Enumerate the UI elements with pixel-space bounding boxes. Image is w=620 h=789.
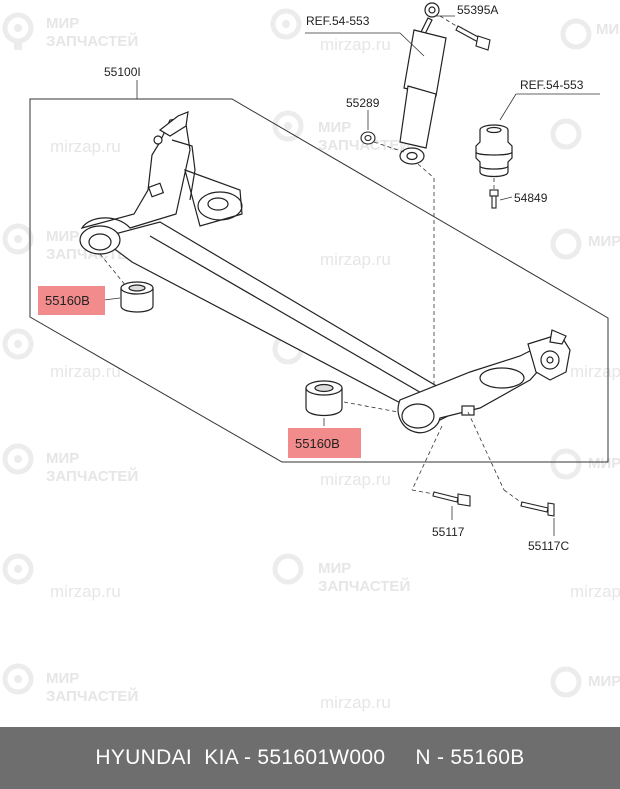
footer-diagram-ref: N - 55160B [415,746,525,769]
bushing-right [305,380,343,417]
watermark-text: МИР [46,15,79,32]
bolt-top [455,25,491,51]
watermark-text: МИР [46,228,79,245]
watermark-text: ЗАПЧАСТЕЙ [318,577,410,595]
watermark-logo-icon: МИР [560,18,620,50]
watermark-logo-icon [2,553,34,585]
label-nut: 55289 [346,96,380,110]
label-bolt-bottom-c: 55117C [528,539,569,553]
watermark-logo-icon [550,118,582,150]
label-ref-bump: REF.54-553 [520,78,584,92]
bolt-bottom-c [520,501,555,517]
watermark-url: mirzap.ru [320,250,391,269]
watermark-url: mirzap.ru [570,582,620,601]
watermark-text: МИР [596,21,620,38]
nut [360,131,376,145]
label-bolt-bottom: 55117 [432,525,465,539]
watermark-text: МИР [318,119,351,136]
label-bump-bolt: 54849 [514,191,548,205]
part-number-footer: HYUNDAI KIA - 551601W000 N - 55160B [0,727,620,789]
watermark-url: mirzap.ru [50,362,121,381]
watermark-url: mirzap.ru [50,582,121,601]
bump-stopper-bolt [489,189,499,209]
footer-brand-part-number: HYUNDAI KIA - 551601W000 [95,746,386,769]
watermark-layer: МИР ЗАПЧАСТЕЙ mirzap.ru МИР mirzap.ru МИ… [2,8,620,712]
watermark-text: ЗАПЧАСТЕЙ [46,32,138,50]
watermark-text: МИР [588,455,620,472]
watermark-url: mirzap.ru [50,137,121,156]
watermark-url: mirzap.ru [320,35,391,54]
watermark-text: ЗАПЧАСТЕЙ [46,467,138,485]
watermark-logo-icon: МИР [550,228,620,260]
bolt-bottom [432,491,471,507]
label-bolt-top: 55395A [457,3,498,17]
watermark-text: МИР [318,560,351,577]
watermark-logo-icon: МИР ЗАПЧАСТЕЙ [2,663,138,705]
watermark-logo-icon: МИР ЗАПЧАСТЕЙ [2,12,138,50]
leader-lines [103,15,600,536]
watermark-url: mirzap.ru [320,693,391,712]
watermark-text: МИР [588,233,620,250]
shock-absorber [399,2,447,165]
watermark-logo-icon [270,8,302,40]
label-ref-shock: REF.54-553 [306,14,370,28]
watermark-text: МИР [46,450,79,467]
torsion-beam-axle [79,111,571,434]
watermark-text: ЗАПЧАСТЕЙ [46,687,138,705]
watermark-url: mirzap.ru [320,470,391,489]
watermark-text: ЗАПЧАСТЕЙ [318,136,410,154]
label-bushing-right: 55160B [295,436,340,451]
bushing-left [120,281,154,313]
watermark-logo-icon: МИР [550,448,620,480]
label-axle: 55100I [104,65,141,79]
watermark-logo-icon: МИР ЗАПЧАСТЕЙ [272,553,410,595]
label-bushing-left: 55160B [45,293,90,308]
watermark-text: МИР [46,670,79,687]
watermark-logo-icon: МИР [550,666,620,698]
watermark-logo-icon: МИР ЗАПЧАСТЕЙ [2,443,138,485]
watermark-logo-icon: МИР ЗАПЧАСТЕЙ [272,110,410,154]
watermark-logo-icon [2,328,34,360]
assembly-outline [29,98,609,463]
highlight-box-right [288,428,361,458]
watermark-url: mirzap.ru [570,362,620,381]
highlight-box-left [38,286,105,315]
watermark-text: МИР [588,673,620,690]
bump-stopper [475,124,513,178]
